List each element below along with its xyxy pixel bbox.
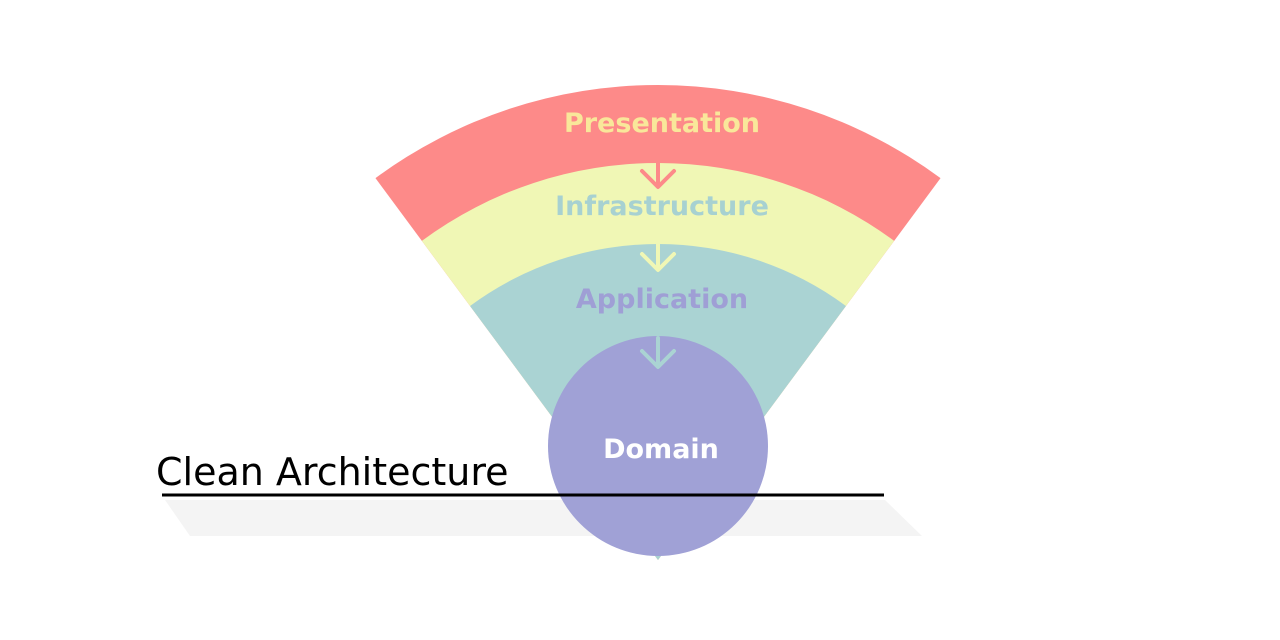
presentation-label: Presentation (564, 108, 760, 139)
infrastructure-label: Infrastructure (555, 191, 769, 222)
diagram-title: Clean Architecture (156, 450, 509, 494)
arrow-down-icon (640, 336, 676, 369)
domain-layer-circle (548, 336, 768, 556)
domain-label: Domain (603, 434, 719, 465)
ground-shadow (165, 500, 922, 536)
arrow-down-icon (640, 241, 676, 272)
application-label: Application (576, 284, 748, 315)
arrow-down-icon (640, 158, 676, 189)
